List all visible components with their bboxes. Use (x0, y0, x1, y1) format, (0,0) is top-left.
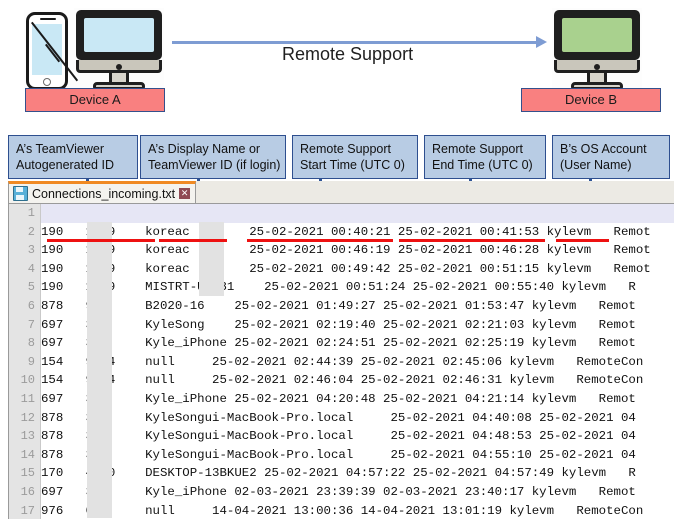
line-number: 9 (27, 354, 35, 369)
monitor-a-wrap (74, 8, 164, 92)
callout-4-line-1: Remote Support (432, 142, 524, 156)
monitor-a-screen (84, 18, 154, 52)
callout-5-line-1: B’s OS Account (560, 142, 647, 156)
line-number: 11 (20, 391, 35, 406)
monitor-a-logo-dot (116, 64, 122, 70)
line-number-gutter: 12345678910111213141516171819 (9, 204, 41, 519)
code-line[interactable]: 697 309 KyleSong 25-02-2021 02:19:40 25-… (41, 317, 636, 332)
highlight-underline-starttime (247, 239, 393, 242)
smartphone-icon (26, 12, 79, 90)
tab-connections-incoming[interactable]: Connections_incoming.txt ✕ (8, 181, 197, 203)
remote-support-arrow-line (172, 41, 537, 44)
callout-1-line-2: Autogenerated ID (16, 158, 114, 172)
code-line[interactable]: 190 1189 koreac 25-02-2021 00:49:42 25-0… (41, 261, 651, 276)
callout-a-teamviewer-id: A’s TeamViewer Autogenerated ID (8, 135, 138, 179)
line-number: 10 (20, 373, 35, 388)
code-area[interactable]: 12345678910111213141516171819 190 1189 k… (8, 204, 674, 519)
monitor-b-screen (562, 18, 632, 52)
code-line[interactable]: 878 999 B2020-16 25-02-2021 01:49:27 25-… (41, 298, 636, 313)
phone-screen (32, 24, 62, 75)
monitor-b-wrap (552, 8, 642, 92)
highlight-underline-displayname (159, 239, 227, 242)
line-number: 15 (20, 466, 35, 481)
line-number: 12 (20, 410, 35, 425)
callout-1-line-1: A’s TeamViewer (16, 142, 105, 156)
code-line[interactable]: 697 309 Kyle_iPhone 25-02-2021 02:24:51 … (41, 336, 636, 351)
line-number: 13 (20, 429, 35, 444)
highlight-underline-autoid (47, 239, 155, 242)
redaction-block-id-b (199, 222, 224, 296)
device-a-label: Device A (25, 88, 165, 112)
phone-icon-wrap (24, 10, 79, 92)
remote-support-arrow-label: Remote Support (282, 44, 414, 64)
code-line[interactable]: 697 309 Kyle_iPhone 02-03-2021 23:39:39 … (41, 484, 636, 499)
phone-home-button (43, 78, 51, 86)
callout-2-line-1: A’s Display Name or (148, 142, 261, 156)
editor-tab-strip: Connections_incoming.txt ✕ (8, 181, 674, 204)
line-number: 4 (27, 261, 35, 276)
line-number: 14 (20, 447, 35, 462)
callout-end-time: Remote Support End Time (UTC 0) (424, 135, 546, 179)
callout-3-line-1: Remote Support (300, 142, 392, 156)
line-number: 1 (27, 206, 35, 220)
code-line[interactable]: 154 9854 null 25-02-2021 02:44:39 25-02-… (41, 354, 644, 369)
phone-speaker (40, 18, 56, 20)
line-number: 2 (27, 224, 35, 239)
line-number: 8 (27, 336, 35, 351)
code-line[interactable]: 170 4120 DESKTOP-13BKUE2 25-02-2021 04:5… (41, 466, 636, 481)
device-b-icons (552, 8, 642, 92)
code-lines[interactable]: 190 1189 koreac 25-02-2021 00:40:21 25-0… (41, 204, 674, 519)
device-b-label: Device B (521, 88, 661, 112)
code-line[interactable]: 190 1189 koreac 25-02-2021 00:46:19 25-0… (41, 243, 651, 258)
redaction-block-id-a (87, 222, 112, 518)
floppy-disk-icon (13, 186, 28, 201)
monitor-b-stand-neck (587, 73, 607, 84)
code-line[interactable]: 154 9854 null 25-02-2021 02:46:04 25-02-… (41, 373, 644, 388)
monitor-a-stand-neck (109, 73, 129, 84)
callout-2-line-2: TeamViewer ID (if login) (148, 158, 281, 172)
close-icon[interactable]: ✕ (179, 188, 191, 199)
line-number: 16 (20, 484, 35, 499)
callout-5-line-2: (User Name) (560, 158, 632, 172)
code-line[interactable]: 976 062 null 14-04-2021 13:00:36 14-04-2… (41, 503, 644, 518)
line-number: 17 (20, 503, 35, 518)
highlight-underline-endtime (399, 239, 545, 242)
callout-4-line-2: End Time (UTC 0) (432, 158, 533, 172)
tab-label: Connections_incoming.txt (32, 186, 176, 201)
highlight-underline-osaccount (556, 239, 609, 242)
line-number: 3 (27, 243, 35, 258)
monitor-b-bezel (554, 10, 640, 60)
desktop-monitor-icon-b (554, 10, 640, 90)
monitor-a-bezel (76, 10, 162, 60)
line-number: 5 (27, 280, 35, 295)
desktop-monitor-icon-a (76, 10, 162, 90)
callout-b-os-account: B’s OS Account (User Name) (552, 135, 670, 179)
code-line[interactable]: 878 352 KyleSongui-MacBook-Pro.local 25-… (41, 410, 636, 425)
line-number: 7 (27, 317, 35, 332)
code-line[interactable]: 697 309 Kyle_iPhone 25-02-2021 04:20:48 … (41, 391, 636, 406)
line-number: 6 (27, 298, 35, 313)
callout-a-display-name: A’s Display Name or TeamViewer ID (if lo… (140, 135, 286, 179)
callout-start-time: Remote Support Start Time (UTC 0) (292, 135, 418, 179)
code-line[interactable]: 878 352 KyleSongui-MacBook-Pro.local 25-… (41, 447, 636, 462)
code-line[interactable]: 190 1189 MISTRT-UX581 25-02-2021 00:51:2… (41, 280, 636, 295)
code-line[interactable] (41, 204, 674, 223)
remote-support-arrow-head (536, 36, 547, 48)
monitor-b-logo-dot (594, 64, 600, 70)
callout-3-line-2: Start Time (UTC 0) (300, 158, 405, 172)
remote-support-diagram: Device A Remote Support Device B (0, 0, 674, 130)
device-a-icons (24, 8, 164, 92)
code-line[interactable]: 878 352 KyleSongui-MacBook-Pro.local 25-… (41, 429, 636, 444)
